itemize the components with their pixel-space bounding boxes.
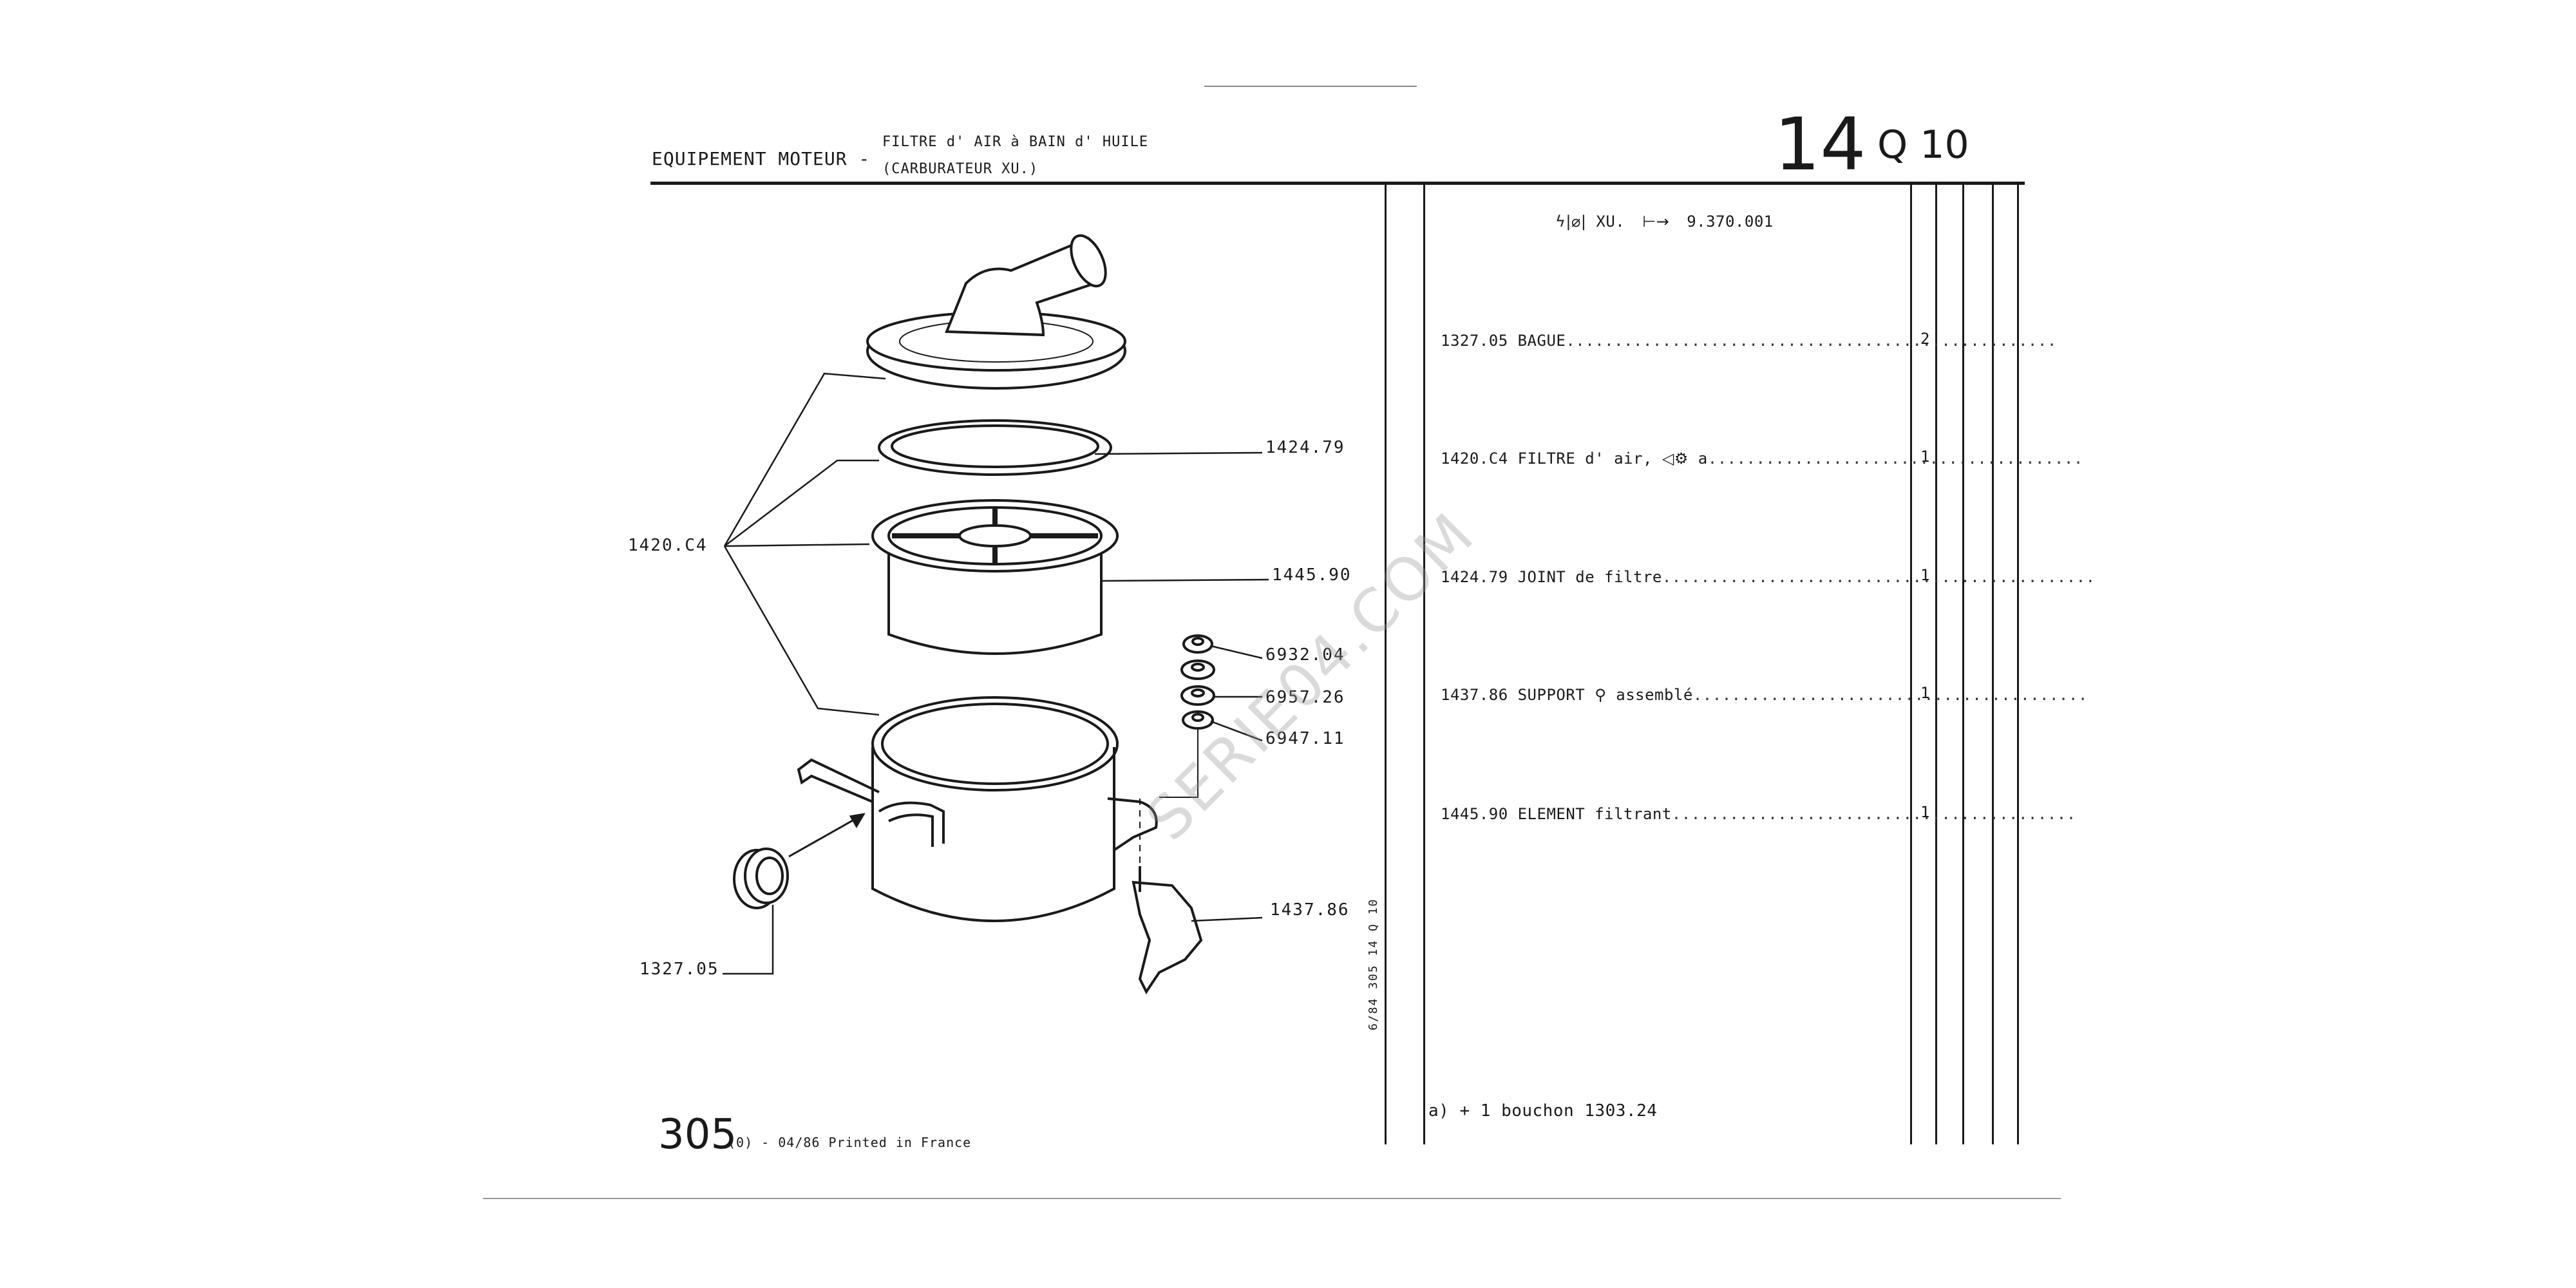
part-ref: 1437.86: [1441, 686, 1508, 704]
part-ref: 1327.05: [1441, 332, 1508, 350]
part-qty: 1: [1920, 566, 1930, 584]
list-item: 1437.86 SUPPORT ⚲ assemblé..............…: [1441, 686, 2088, 704]
callout-label: 1437.86: [1270, 900, 1350, 920]
page-subtitle-line1: FILTRE d' AIR à BAIN d' HUILE: [882, 134, 1149, 150]
part-desc: SUPPORT: [1517, 686, 1586, 704]
table-divider-left2: [1423, 185, 1425, 1144]
callout-label: 6932.04: [1265, 645, 1345, 665]
part-qty: 1: [1920, 684, 1930, 702]
page-title: EQUIPEMENT MOTEUR -: [652, 148, 871, 169]
part-ref: 1420.C4: [1441, 450, 1508, 468]
list-item: 1327.05 BAGUE...........................…: [1441, 332, 2057, 350]
part-desc: FILTRE d' air,: [1517, 450, 1653, 468]
applicability-row: ϟ|⌀| XU. ⊢→ 9.370.001: [1555, 213, 1774, 231]
part-qty: 2: [1920, 330, 1930, 348]
callout-label: 1424.79: [1265, 438, 1345, 457]
exploded-diagram: [723, 234, 1269, 994]
table-col-1: [1935, 185, 1937, 1144]
triangle-ref-icon: ◁⚙: [1662, 450, 1689, 468]
header-rule: [650, 182, 2025, 185]
footnote: a) + 1 bouchon 1303.24: [1428, 1101, 1658, 1121]
part-ref: 1424.79: [1441, 568, 1508, 586]
part-desc: ELEMENT filtrant: [1517, 805, 1672, 823]
table-divider-qty: [1910, 185, 1912, 1144]
part-note-ref: a: [1698, 450, 1708, 468]
page-number: 305: [658, 1111, 737, 1159]
section-number: 14: [1774, 103, 1866, 187]
list-item: 1445.90 ELEMENT filtrant................…: [1441, 805, 2076, 823]
lightning-icon: ϟ|⌀|: [1555, 213, 1587, 231]
part-desc-extra: assemblé: [1616, 686, 1693, 704]
table-col-3: [1992, 185, 1994, 1144]
bottom-rule: [483, 1198, 2061, 1199]
applicability-engine: XU.: [1596, 213, 1625, 231]
print-info: (0) - 04/86 Printed in France: [728, 1135, 972, 1150]
callout-label: 1420.C4: [628, 536, 708, 555]
top-faint-rule: [1204, 86, 1417, 87]
callout-label: 1327.05: [639, 960, 719, 979]
table-divider-left: [1385, 185, 1387, 1144]
callout-label: 1445.90: [1272, 565, 1352, 585]
list-item: 1420.C4 FILTRE d' air, ◁⚙ a.............…: [1441, 450, 2083, 468]
support-symbol-icon: ⚲: [1595, 686, 1607, 704]
part-ref: 1445.90: [1441, 805, 1508, 823]
table-col-2: [1962, 185, 1964, 1144]
part-desc: JOINT de filtre: [1517, 568, 1662, 586]
part-qty: 1: [1920, 803, 1930, 821]
table-col-4: [2017, 185, 2019, 1144]
section-suffix: Q 10: [1877, 122, 1969, 167]
arrow-icon: ⊢→: [1642, 213, 1670, 231]
part-qty: 1: [1920, 448, 1930, 466]
list-item: 1424.79 JOINT de filtre.................…: [1441, 568, 2096, 586]
part-desc: BAGUE: [1517, 332, 1566, 350]
page-subtitle-line2: (CARBURATEUR XU.): [882, 161, 1039, 177]
callout-label: 6957.26: [1265, 688, 1345, 707]
applicability-serial: 9.370.001: [1687, 213, 1774, 231]
callout-label: 6947.11: [1265, 729, 1345, 748]
